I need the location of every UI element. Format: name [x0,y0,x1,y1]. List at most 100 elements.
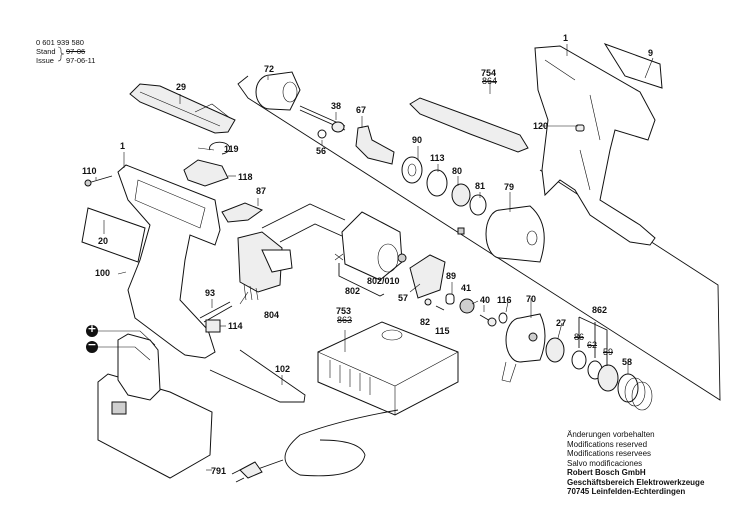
company-address: 70745 Leinfelden-Echterdingen [567,487,686,496]
part-label-114: 114 [228,321,243,331]
washer-86 [571,350,587,370]
part-label-38: 38 [331,101,342,111]
stand-label: Stand [36,47,56,56]
bearing [451,183,471,207]
washer-82 [424,298,432,306]
notice-en: Modifications reserved [567,439,648,449]
switch [237,231,293,301]
part-label-90: 90 [412,135,423,145]
header-brace [57,46,65,62]
part-label-79: 79 [504,182,515,192]
part-label-86: 86 [574,332,585,342]
impact-mass [501,313,546,383]
motor-plate [409,254,446,299]
part-label-791: 791 [211,466,227,476]
positive-sign: + [87,322,97,335]
part-label-56: 56 [316,146,327,156]
part-label-57: 57 [398,293,409,303]
issue-label: Issue [36,56,54,65]
assembly-frame [237,75,721,401]
washer [401,156,423,184]
label-strip [81,207,146,263]
terminal-lead [98,330,156,346]
part-label-20: 20 [98,236,109,246]
part-label-70: 70 [526,294,537,304]
housing-left [117,164,221,359]
part-label-802: 802 [345,286,361,296]
part-label-59: 59 [603,347,614,357]
needle-bush [445,293,455,305]
part-label-1-right: 1 [563,33,569,43]
screw-head [84,179,92,187]
part-label-116: 116 [497,295,512,305]
stand-row: Stand 97-06 [36,47,95,56]
notice-fr: Modifications reservees [567,449,652,458]
part-label-115: 115 [435,326,450,336]
plug [239,461,263,479]
issue-value: 97-06-11 [66,56,96,65]
part-label-102: 102 [275,364,291,374]
clip [183,159,229,187]
part-label-753: 753 [336,306,352,316]
negative-terminal [86,341,98,353]
o-ring [498,312,508,324]
battery-pack [97,333,213,479]
part-label-93: 93 [205,288,216,298]
part-label-100: 100 [95,268,111,278]
part-label-118: 118 [238,172,253,182]
gear [459,298,475,314]
disc-59 [597,364,619,392]
notice-de: Änderungen vorbehalten [567,430,655,439]
wire [261,203,346,229]
power-cord [284,409,399,477]
part-label-864: 864 [482,76,498,86]
part-label-802-010: 802/010 [367,276,400,286]
part-label-80: 80 [452,166,463,176]
housing-right [534,45,656,246]
part-label-81: 81 [475,181,486,191]
part-label-89: 89 [446,271,457,281]
notice-es: Salvo modificaciones [567,458,643,468]
bit [199,301,233,323]
belt-clip-wire [209,349,306,403]
spring [617,373,653,411]
part-label-113: 113 [430,153,445,163]
part-label-804: 804 [264,310,280,320]
gear-housing [485,205,545,263]
part-label-41: 41 [461,283,472,293]
footer-notice: Änderungen vorbehalten Modifications res… [567,430,704,497]
plug-pins [231,469,245,483]
part-label-58: 58 [622,357,633,367]
part-label-67: 67 [356,105,367,115]
part-label-1-left: 1 [120,141,126,151]
part-number: 0 601 939 580 [36,38,84,47]
issue-row: Issue 97-06-11 [36,56,95,65]
part-label-72: 72 [264,64,275,74]
part-label-754: 754 [481,68,497,78]
positive-terminal [86,325,98,337]
terminal-lead [98,346,151,361]
bit-holder [205,319,221,333]
part-label-110: 110 [82,166,97,176]
spindle-collar [331,121,345,133]
part-label-120: 120 [533,121,549,131]
label-plate [603,43,663,89]
screw [87,175,113,184]
leader-lines [95,44,654,471]
part-label-119: 119 [224,144,239,154]
cross-mark [334,253,344,261]
charger [317,321,459,416]
document-header: 0 601 939 580 Stand 97-06 Issue 97-06-11 [36,38,95,65]
part-label-9: 9 [648,48,654,58]
part-label-40: 40 [480,295,491,305]
part-label-62: 62 [587,340,598,350]
pin [457,227,465,235]
strap [409,97,529,153]
wire [279,223,343,243]
part-label-862: 862 [592,305,608,315]
company-name: Robert Bosch GmbH [567,468,646,477]
negative-sign: − [87,338,97,351]
seal [469,194,487,216]
switch-lever [221,202,264,223]
